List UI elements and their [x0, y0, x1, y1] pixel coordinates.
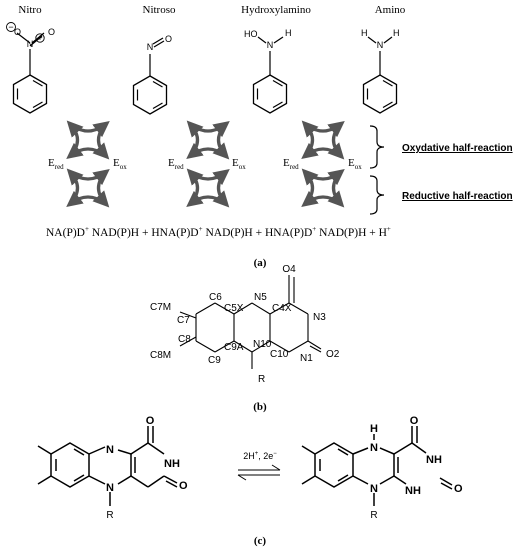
atom-c8m: C8M — [150, 350, 171, 361]
flavin-ox-o4: O — [146, 415, 155, 427]
flavin-red-o4: O — [410, 415, 419, 427]
panel-c: N N NH O O R 2H+, 2e− — [37, 415, 463, 547]
flavin-red-o2: O — [454, 483, 463, 495]
flavin-red-h: H — [370, 423, 378, 435]
panel-a: Nitro Nitroso Hydroxylamino Amino O − N … — [6, 4, 513, 269]
nitrobenzene-structure: O − N + O — [6, 22, 55, 114]
amino-h-right: H — [393, 28, 400, 38]
atom-c7: C7 — [177, 315, 190, 326]
header-nitroso: Nitroso — [143, 4, 177, 16]
atom-o4: O4 — [282, 264, 296, 275]
equilibrium-conditions: 2H+, 2e− — [243, 451, 277, 461]
nitro-minus-charge: − — [8, 22, 13, 32]
header-hydroxylamino: Hydroxylamino — [241, 4, 311, 16]
atom-c9: C9 — [208, 355, 221, 366]
atom-c4x: C4X — [272, 303, 292, 314]
header-amino: Amino — [375, 4, 406, 16]
nitro-n: N — [27, 39, 34, 49]
panel-b: C7M C6 C5X N5 C4X O4 C7 N3 C8 C8M C9 C9A… — [150, 264, 340, 413]
nitrosobenzene-structure: N O — [132, 34, 172, 115]
e-ox-2: Eox — [232, 157, 246, 171]
reductive-half-reaction-label: Reductive half-reaction — [402, 191, 513, 202]
atom-c5x: C5X — [224, 303, 244, 314]
nitroso-o: O — [165, 34, 172, 44]
amino-n: N — [377, 40, 384, 50]
flavin-ox-n10: N — [106, 482, 114, 494]
nitro-o: O — [48, 27, 55, 37]
flavin-red-r: R — [370, 510, 377, 521]
caption-c: (c) — [254, 535, 267, 547]
oxidative-brace — [369, 125, 385, 169]
nitro-o-minus: O — [14, 27, 21, 37]
oxidized-flavin-structure: N N NH O O R — [37, 415, 188, 521]
e-red-2: Ered — [168, 157, 184, 171]
flavin-red-n5: N — [370, 442, 378, 454]
atom-c10: C10 — [270, 349, 289, 360]
reductive-brace — [369, 175, 385, 215]
atom-r: R — [258, 374, 265, 385]
cycle-arrow-icons — [70, 124, 341, 204]
atom-c6: C6 — [209, 292, 222, 303]
amino-h-left: H — [361, 28, 368, 38]
flavin-red-nh1: NH — [405, 485, 421, 497]
hydroxylamine-h: H — [285, 28, 292, 38]
flavin-ox-n5: N — [106, 444, 114, 456]
e-ox-3: Eox — [348, 157, 362, 171]
nitro-plus-charge: + — [37, 33, 42, 43]
atom-c9a: C9A — [224, 342, 244, 353]
reduced-flavin-structure: H N N NH NH O O R — [301, 415, 463, 521]
e-ox-1: Eox — [113, 157, 127, 171]
atom-c7m: C7M — [150, 302, 171, 313]
flavin-red-nh3: NH — [426, 454, 442, 466]
aniline-structure: H N H — [361, 28, 400, 114]
hydroxyl-oh: HO — [244, 29, 258, 39]
header-nitro: Nitro — [18, 4, 42, 16]
atom-n5: N5 — [254, 292, 267, 303]
atom-n10: N10 — [253, 339, 272, 350]
nitroso-n: N — [147, 42, 154, 52]
oxidative-half-reaction-label: Oxydative half-reaction — [402, 143, 513, 154]
caption-b: (b) — [253, 401, 267, 413]
flavin-ox-o2: O — [179, 480, 188, 492]
atom-n1: N1 — [300, 353, 313, 364]
cofactor-equation: NA(P)D+ NAD(P)H + HNA(P)D+ NAD(P)H + HNA… — [46, 225, 391, 239]
flavin-ox-r: R — [106, 510, 113, 521]
potential-labels: Ered Eox Ered Eox Ered Eox — [48, 157, 362, 171]
atom-c8: C8 — [178, 334, 191, 345]
atom-n3: N3 — [313, 312, 326, 323]
flavin-red-n10: N — [370, 483, 378, 495]
e-red-1: Ered — [48, 157, 64, 171]
atom-o2: O2 — [326, 349, 340, 360]
hydroxylamine-structure: HO N H — [244, 28, 292, 114]
caption-a: (a) — [254, 257, 267, 269]
e-red-3: Ered — [283, 157, 299, 171]
equilibrium-arrow-icon — [237, 464, 281, 481]
flavin-ox-nh: NH — [164, 458, 180, 470]
hydroxylamine-n: N — [267, 40, 274, 50]
